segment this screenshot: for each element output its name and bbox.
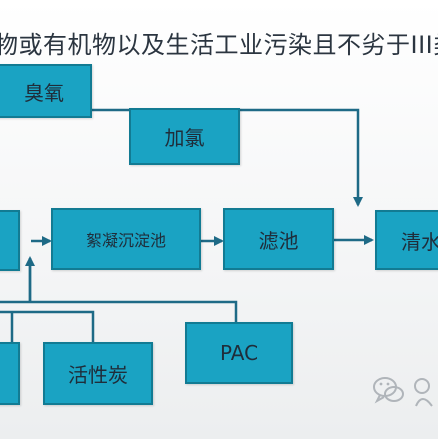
left-stub-box xyxy=(0,210,20,271)
coagulation-sedimentation-box: 絮凝沉淀池 xyxy=(51,208,201,270)
diagram-title: 物或有机物以及生活工业污染且不劣于III类 xyxy=(0,31,438,59)
filter-box: 滤池 xyxy=(223,208,334,270)
clear-water-box: 清水 xyxy=(375,210,438,270)
bottom-left-stub-box xyxy=(0,342,20,405)
activated-carbon-box: 活性炭 xyxy=(43,342,153,405)
chlorination-box: 加氯 xyxy=(129,108,240,165)
dosing-lines xyxy=(0,260,95,343)
ozone-box: 臭氧 xyxy=(0,64,92,118)
wechat-icon xyxy=(373,377,433,407)
pac-box: PAC xyxy=(185,322,293,384)
pac-connector xyxy=(30,300,238,322)
